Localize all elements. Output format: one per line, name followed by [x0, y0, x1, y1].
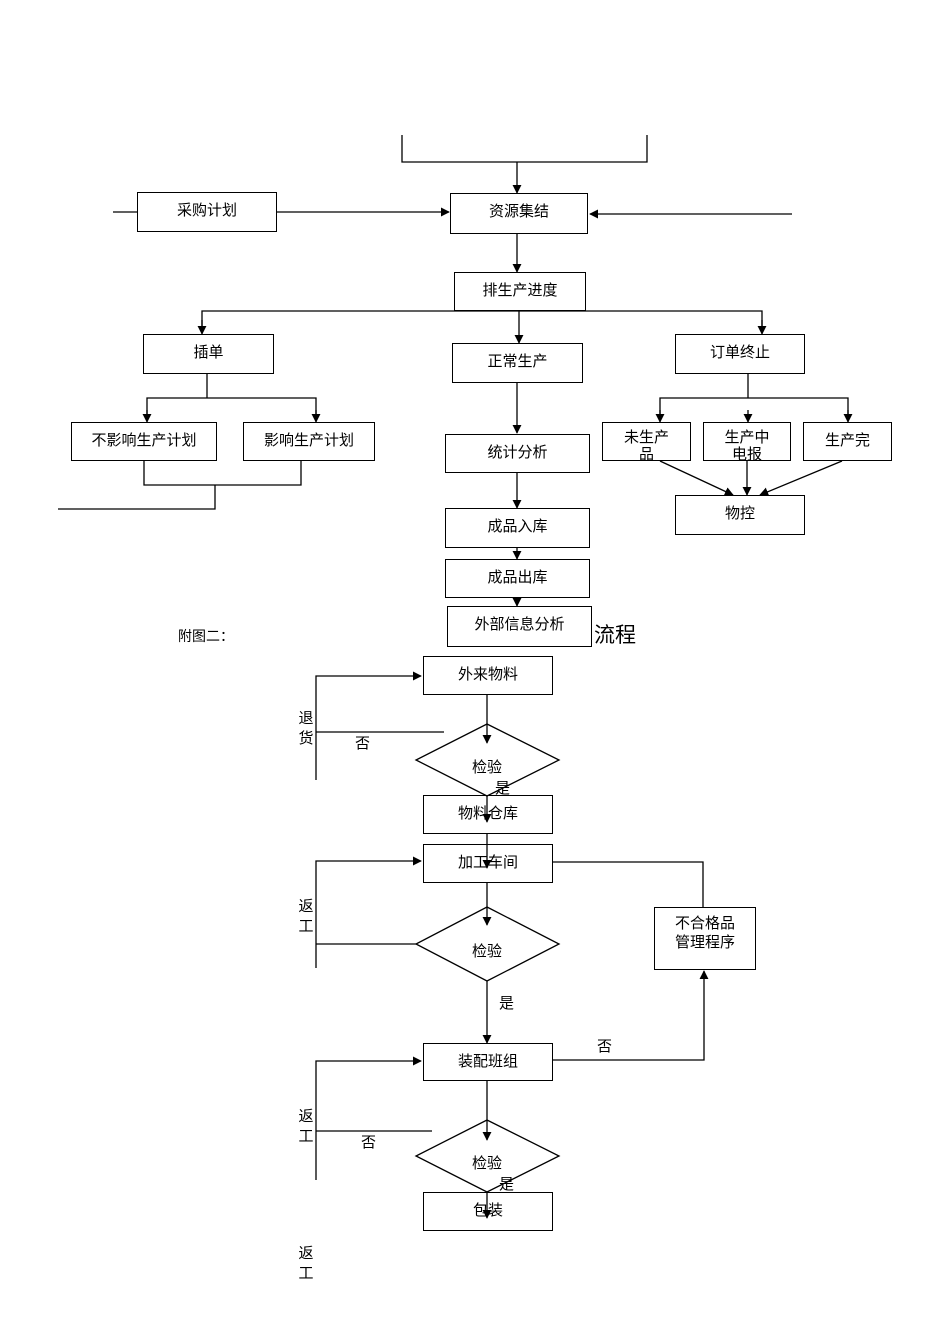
inspect-3-label: 检验 [471, 1154, 502, 1172]
arrow-not-produced-to-control [659, 460, 734, 496]
material-warehouse-box: 物料仓库 [423, 795, 553, 834]
top-bracket-line [401, 135, 648, 163]
insert-branch-line [146, 397, 317, 420]
return-goods-label: 退 货 [298, 709, 314, 747]
assembly-team-box: 装配班组 [423, 1043, 553, 1081]
appendix-label: 附图二： [178, 629, 234, 645]
impact-outlet-line [58, 485, 216, 510]
yes-label-3: 是 [499, 1175, 515, 1193]
resource-gathering-box: 资源集结 [450, 193, 588, 234]
nonconforming-procedure-box: 不合格品 管理程序 [654, 907, 756, 970]
process-overlay-text: 流程 [594, 623, 636, 647]
no-label-1: 否 [355, 734, 371, 752]
rework-label-2: 返 工 [298, 1107, 314, 1145]
incoming-material-box: 外来物料 [423, 656, 553, 695]
arrow-done-to-control [759, 460, 843, 497]
inspect-2-label: 检验 [471, 942, 502, 960]
finished-outbound-box: 成品出库 [445, 559, 590, 598]
finished-inbound-box: 成品入库 [445, 508, 590, 548]
rework2-loop-line [315, 1056, 422, 1180]
schedule-branch-line [201, 310, 763, 332]
termination-branch-line [659, 397, 849, 420]
material-control-box: 物控 [675, 495, 805, 535]
yes-label-1: 是 [495, 779, 511, 797]
order-termination-box: 订单终止 [675, 334, 805, 374]
normal-production-box: 正常生产 [452, 343, 583, 383]
procurement-plan-box: 采购计划 [137, 192, 277, 232]
no-impact-plan-box: 不影响生产计划 [71, 422, 217, 461]
not-produced-box: 未生产 品 [602, 422, 691, 461]
return-loop-line [315, 671, 422, 780]
production-done-box: 生产完 [803, 422, 892, 461]
rework-label-3: 返 工 [298, 1244, 314, 1282]
no-label-3: 否 [361, 1133, 377, 1151]
packaging-box: 包装 [423, 1192, 553, 1231]
processing-workshop-box: 加工车间 [423, 844, 553, 883]
arrow-assembly-to-nonconforming [553, 970, 709, 1061]
impact-merge-line [143, 461, 302, 486]
insert-order-box: 插单 [143, 334, 274, 374]
no-label-2: 否 [597, 1037, 613, 1055]
external-info-analysis-box: 外部信息分析 [447, 606, 592, 647]
rework1-loop-line [315, 856, 422, 968]
yes-label-2: 是 [499, 994, 515, 1012]
inspect-1-label: 检验 [471, 758, 502, 776]
in-production-box: 生产中 电报 [703, 422, 791, 461]
stats-analysis-box: 统计分析 [445, 434, 590, 473]
impact-plan-box: 影响生产计划 [243, 422, 375, 461]
production-schedule-box: 排生产进度 [454, 272, 586, 311]
rework-label-1: 返 工 [298, 897, 314, 935]
